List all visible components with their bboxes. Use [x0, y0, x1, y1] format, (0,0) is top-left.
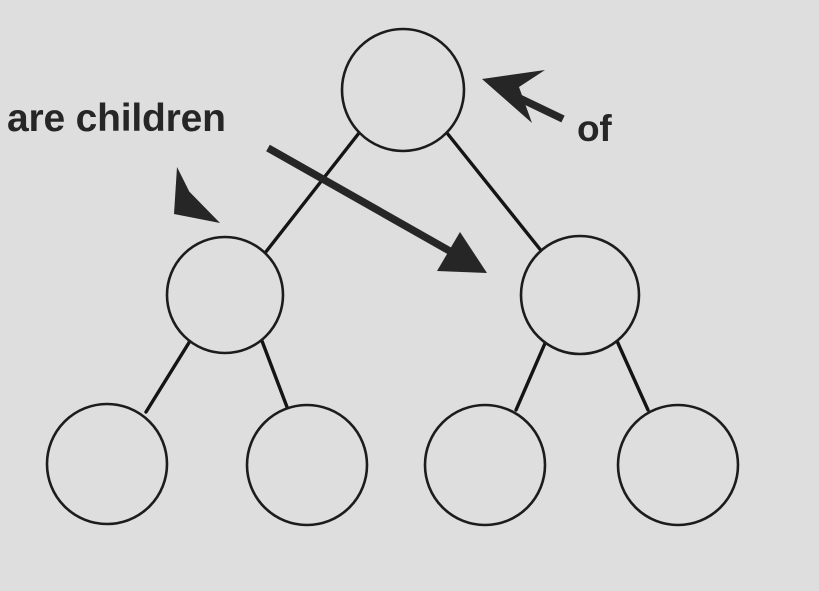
tree-node-leaf-3[interactable] [423, 403, 547, 527]
edge-right-child-leaf-3 [514, 339, 548, 412]
tree-node-leaf-4[interactable] [616, 403, 740, 527]
tree-node-leaf-1[interactable] [45, 402, 169, 526]
edge-right-child-leaf-4 [615, 339, 650, 412]
tree-edges [144, 131, 650, 414]
tree-node-root[interactable] [340, 27, 466, 153]
arrow-long-head [437, 232, 487, 273]
tree-nodes [45, 27, 740, 527]
arrowhead-to-left-child-head [174, 167, 220, 223]
edge-root-right-child [445, 131, 545, 255]
tree-node-leaf-2[interactable] [245, 403, 369, 527]
arrow-long-shaft [266, 144, 457, 258]
edge-left-child-leaf-2 [260, 339, 289, 409]
edge-root-left-child [263, 131, 361, 255]
tree-node-left-child[interactable] [165, 235, 285, 355]
arrow-children-to-right-child [266, 144, 487, 273]
annotation-of: of [577, 108, 612, 149]
annotation-are-children: are children [7, 97, 226, 140]
tree-node-right-child[interactable] [519, 234, 641, 356]
arrowhead-to-left-child [174, 167, 220, 223]
arrow-to-root-head [482, 70, 545, 123]
edge-left-child-leaf-1 [144, 339, 192, 414]
arrow-to-root [482, 70, 565, 123]
